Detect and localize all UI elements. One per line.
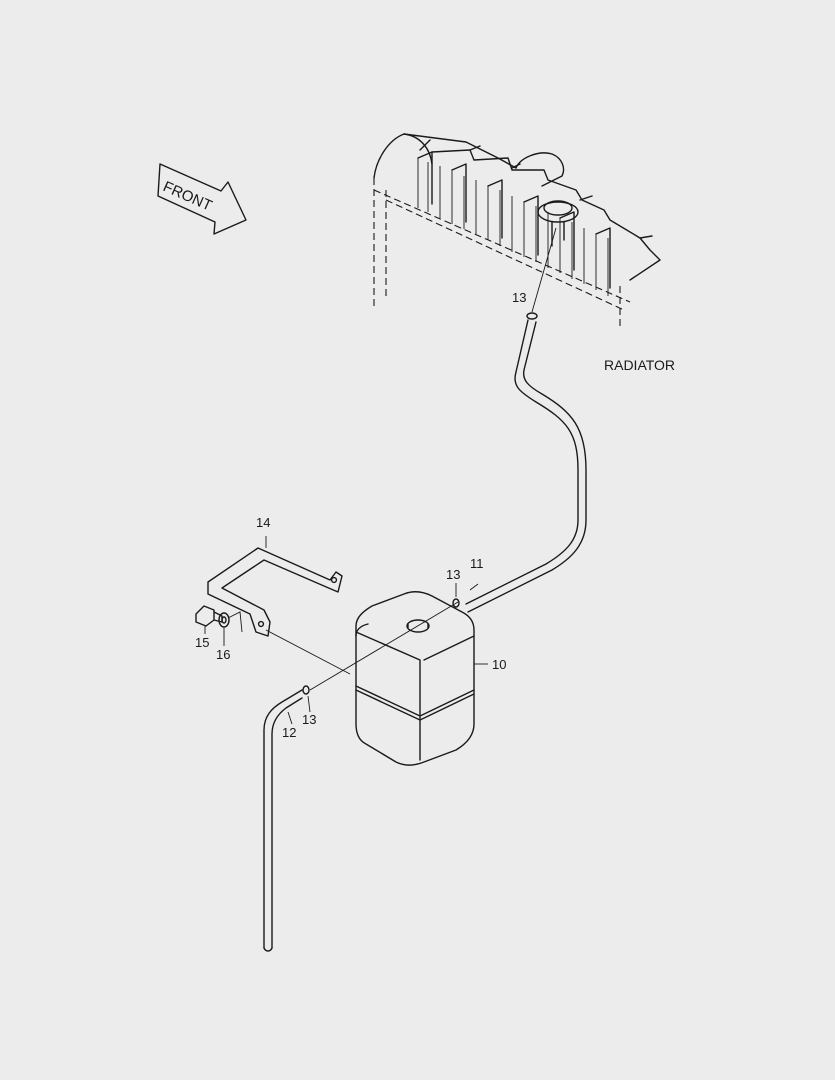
callout-13-top: 13 bbox=[512, 290, 526, 305]
callout-13-low: 13 bbox=[302, 712, 316, 727]
callout-16: 16 bbox=[216, 647, 230, 662]
front-direction-arrow: FRONT bbox=[157, 163, 247, 235]
hose-11 bbox=[465, 227, 587, 613]
clamp-13-low bbox=[302, 685, 310, 695]
bolt-15 bbox=[195, 605, 223, 634]
callout-14: 14 bbox=[256, 515, 270, 530]
hose-12 bbox=[263, 689, 303, 952]
clamp-13-mid bbox=[452, 598, 460, 608]
callout-12: 12 bbox=[282, 725, 296, 740]
radiator-label: RADIATOR bbox=[604, 357, 675, 373]
clamp-13-top bbox=[526, 312, 538, 320]
callout-10: 10 bbox=[492, 657, 506, 672]
radiator-illustration bbox=[373, 133, 661, 330]
callout-11: 11 bbox=[470, 556, 484, 571]
assembly-leader-lines bbox=[265, 601, 459, 691]
reservoir-tank-10 bbox=[355, 591, 488, 766]
callout-13-mid: 13 bbox=[446, 567, 460, 582]
washer-16 bbox=[218, 611, 243, 646]
callout-15: 15 bbox=[195, 635, 209, 650]
bracket-14 bbox=[207, 536, 343, 637]
